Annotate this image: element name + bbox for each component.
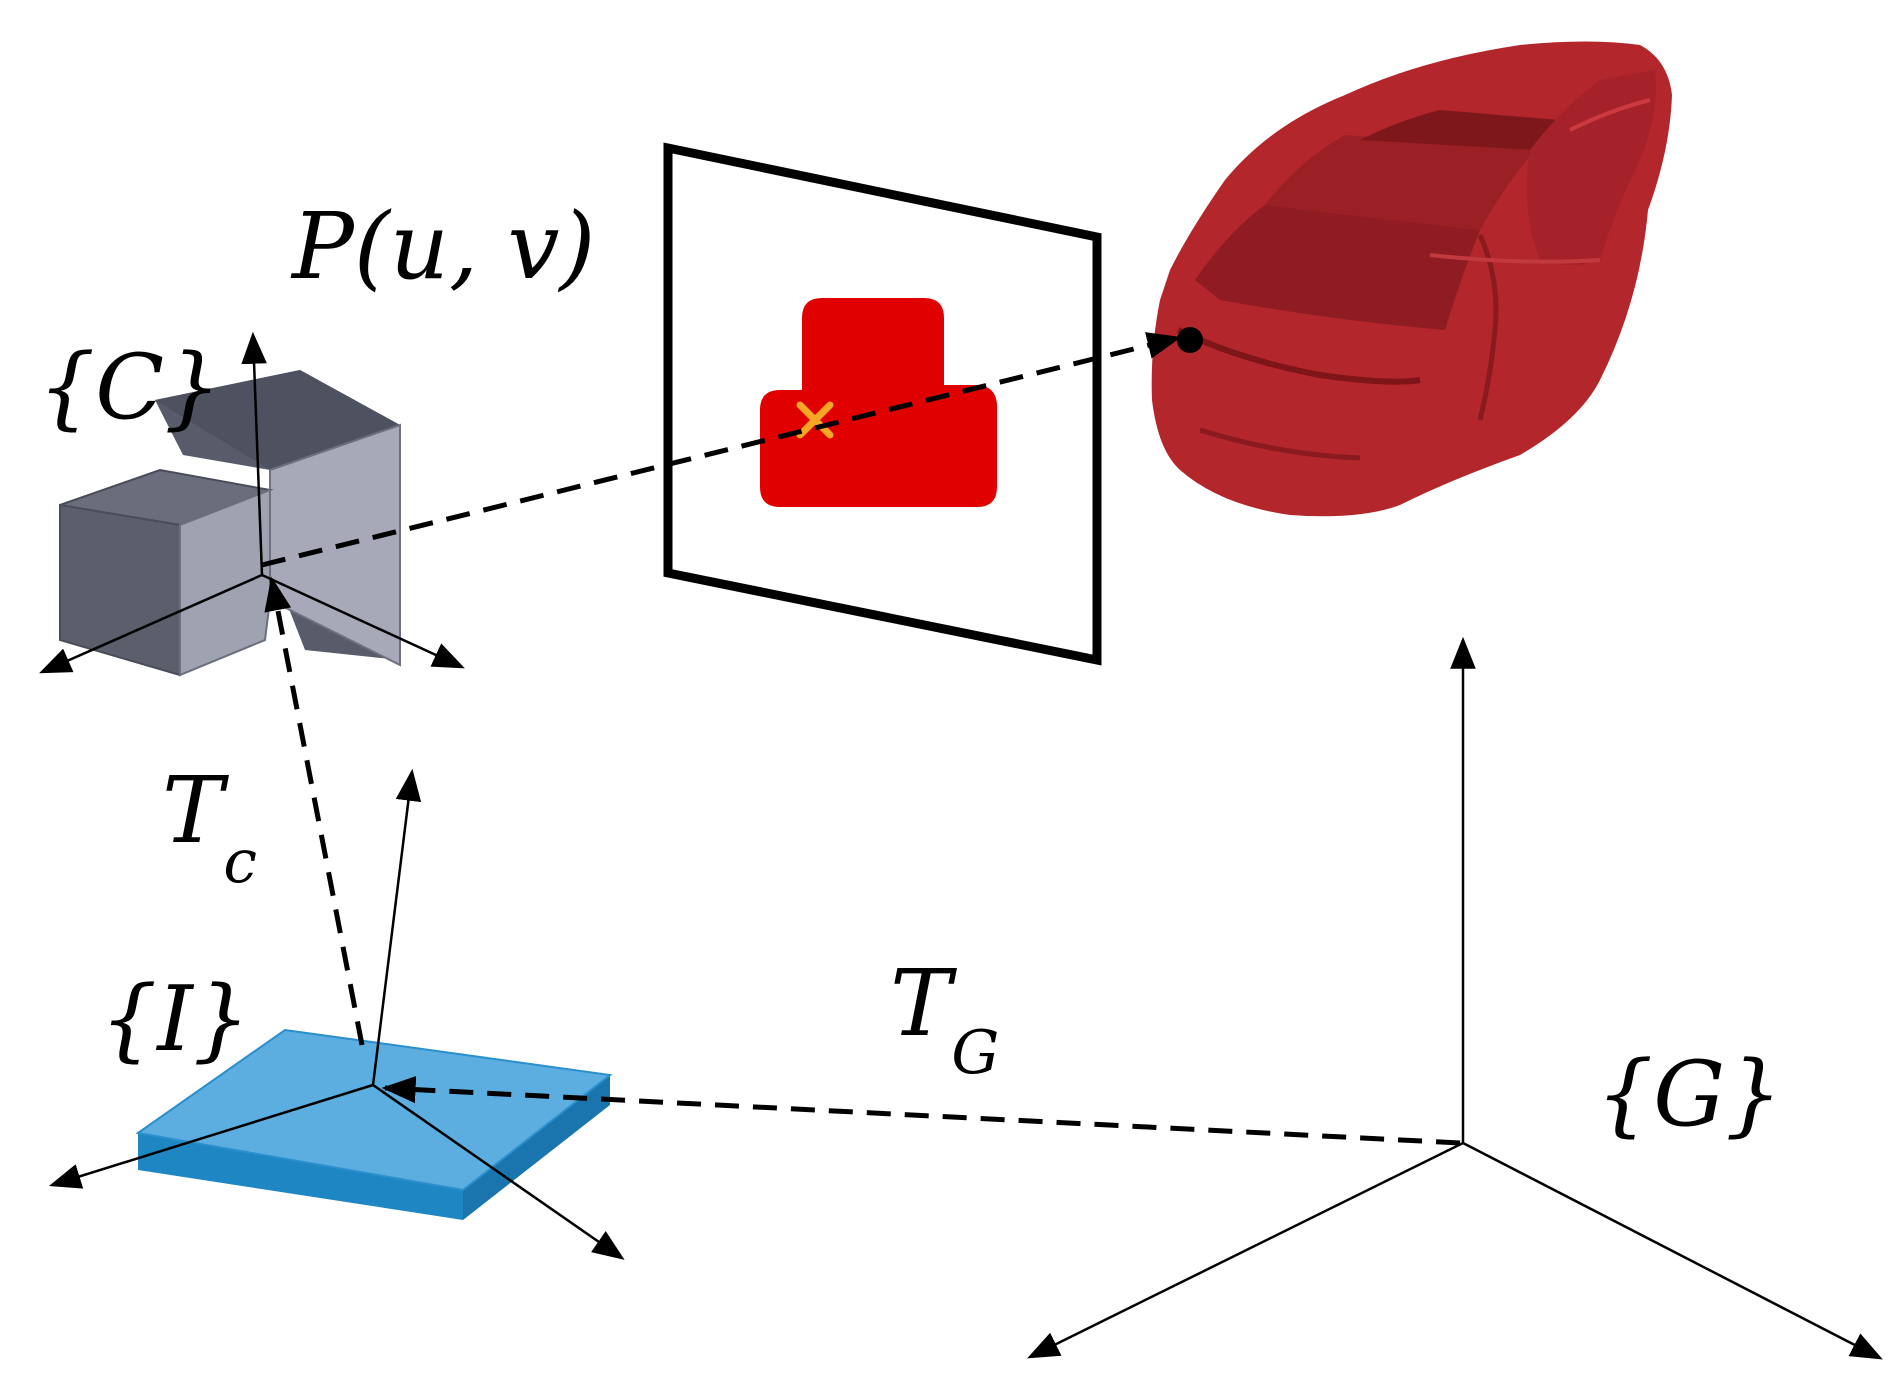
global-transform-link [381,1075,1461,1146]
camera-frame-label: {C} [38,335,221,440]
camera-transform-label: Tc [162,757,257,897]
projected-point-marker [796,401,834,439]
global-transform-label: TG [890,950,999,1088]
imu-board [135,1028,613,1220]
imu-frame-label: {I} [100,967,250,1072]
camera-transform-link [264,576,365,1046]
car-surface-point [1177,327,1203,353]
camera-model [59,370,401,677]
global-axes [1027,636,1883,1360]
image-plane [663,142,1102,666]
detected-object-silhouette [760,298,997,507]
global-frame-label: {G} [1596,1042,1782,1147]
projection-point-label: P(u, v) [290,193,595,300]
car-model [1151,41,1672,517]
imu-axes [48,768,625,1260]
projection-ray [261,327,1203,568]
camera-axes [39,331,465,674]
